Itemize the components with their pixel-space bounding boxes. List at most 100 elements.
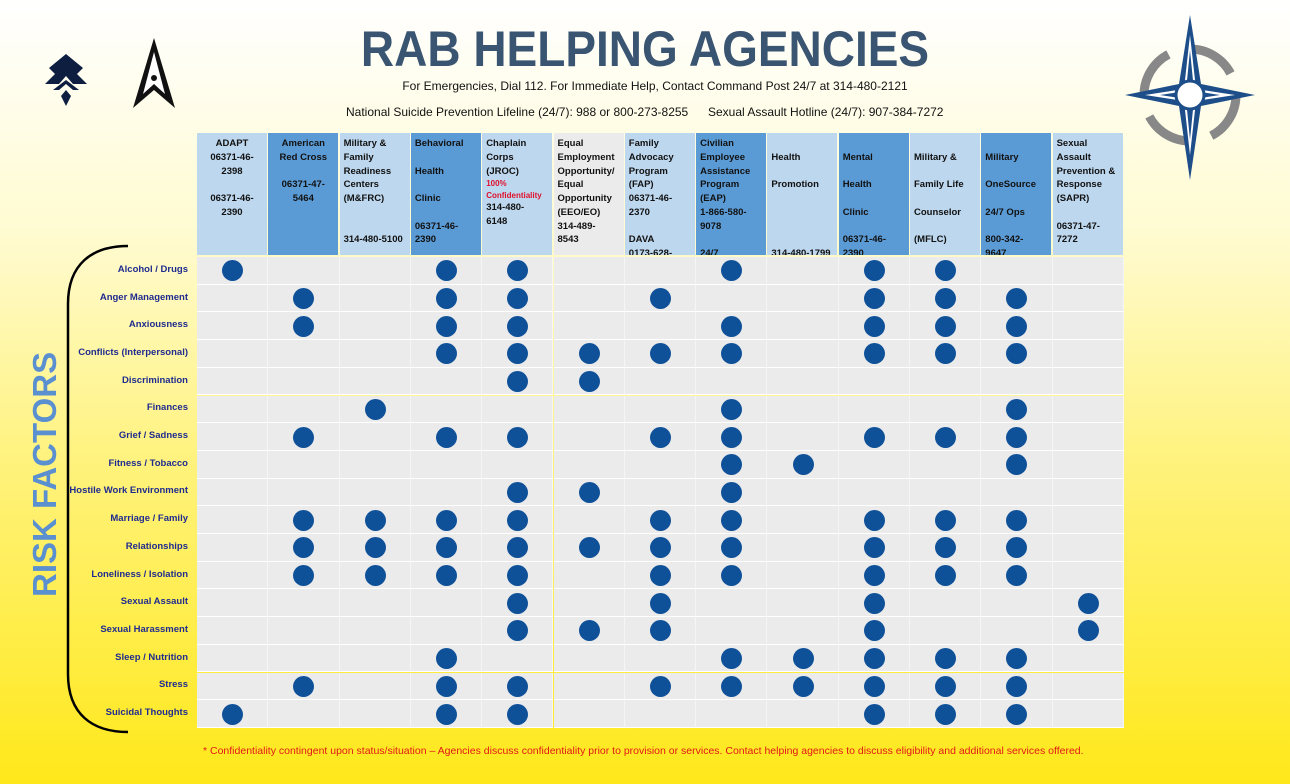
matrix-cell (1052, 644, 1124, 673)
sexual-assault-hotline: Sexual Assault Hotline (24/7): 907-384-7… (708, 105, 944, 119)
risk-factor-label: Sleep / Nutrition (115, 651, 188, 663)
matrix-cell (553, 700, 625, 728)
service-dot (578, 481, 600, 503)
service-dot (507, 565, 529, 587)
service-dot (1077, 592, 1099, 614)
risk-factor-label: Anger Management (99, 291, 188, 303)
agency-header: Equal Employment Opportunity/ Equal Oppo… (553, 133, 624, 255)
matrix-cell (339, 589, 411, 618)
service-dot (863, 703, 885, 725)
matrix-cell (767, 561, 839, 590)
matrix-cell (197, 450, 269, 479)
matrix-cell (197, 589, 269, 618)
matrix-cell (553, 312, 625, 341)
matrix-cell (197, 506, 269, 534)
matrix-cell (910, 478, 982, 507)
matrix-cell (339, 284, 411, 313)
matrix-cell (910, 367, 982, 396)
service-dot (507, 371, 529, 393)
matrix-cell (197, 534, 269, 562)
matrix-cell (553, 561, 625, 590)
service-dot (721, 260, 743, 282)
service-dot (293, 509, 315, 531)
agency-header: Chaplain Corps (JROC) 100% Confidentiali… (482, 133, 553, 255)
service-dot (935, 288, 957, 310)
matrix-cell (553, 284, 625, 313)
matrix-cell (624, 478, 697, 507)
risk-factor-label: Loneliness / Isolation (91, 568, 188, 580)
matrix-cell (767, 340, 839, 368)
risk-factor-label: Stress (158, 679, 188, 691)
agency-header: Health Promotion 314-480-1799 (767, 133, 838, 255)
matrix-cell (339, 478, 411, 507)
service-dot (578, 343, 600, 365)
service-dot (1006, 565, 1028, 587)
matrix-cell (197, 672, 269, 701)
service-dot (507, 620, 529, 642)
service-dot (1006, 648, 1028, 670)
matrix-cell (197, 284, 269, 313)
agency-name: Military & Family Readiness Centers (M&F… (343, 138, 403, 246)
service-dot (578, 537, 600, 559)
matrix-cell (268, 700, 340, 728)
agency-name: Health Promotion 314-480-1799 (771, 151, 831, 255)
service-dot (436, 426, 458, 448)
service-dot (507, 592, 529, 614)
space-force-logo (133, 38, 175, 108)
service-dot (863, 288, 885, 310)
agency-name: Sexual Assault Prevention & Response (SA… (1056, 138, 1116, 246)
matrix-cell (268, 367, 340, 396)
matrix-cell (339, 617, 411, 645)
service-dot (935, 260, 957, 282)
matrix-cell (197, 340, 269, 368)
service-dot (436, 648, 458, 670)
agency-header: Mental Health Clinic 06371-46- 2390 (838, 133, 909, 255)
service-dot (364, 509, 386, 531)
service-dot (507, 343, 529, 365)
service-dot (863, 675, 885, 697)
risk-factor-label: Grief / Sadness (118, 430, 188, 442)
confidentiality-footnote: * Confidentiality contingent upon status… (203, 745, 1084, 757)
service-dot (935, 343, 957, 365)
matrix-cell (624, 395, 697, 424)
service-dot (649, 288, 671, 310)
matrix-cell (1052, 506, 1124, 534)
service-dot (721, 675, 743, 697)
matrix-cell (197, 644, 269, 673)
matrix-cell (1052, 367, 1124, 396)
service-dot (293, 315, 315, 337)
risk-factor-label: Conflicts (Interpersonal) (78, 346, 188, 358)
matrix-cell (767, 506, 839, 534)
matrix-cell (1052, 478, 1124, 507)
matrix-cell (268, 617, 340, 645)
service-dot (863, 315, 885, 337)
agency-header: Family Advocacy Program (FAP) 06371-46-2… (624, 133, 695, 255)
matrix-cell (553, 672, 625, 701)
service-dot (721, 426, 743, 448)
service-dot (507, 315, 529, 337)
matrix-cell (624, 644, 697, 673)
matrix-cell (981, 589, 1053, 618)
matrix-cell (1052, 257, 1124, 285)
confidentiality-note: 100% Confidentiality (486, 179, 542, 200)
matrix-cell (339, 312, 411, 341)
service-dot (649, 537, 671, 559)
matrix-cell (553, 423, 625, 451)
matrix-cell (268, 257, 340, 285)
matrix-cell (981, 478, 1053, 507)
matrix-cell (838, 478, 910, 507)
agency-header: Civilian Employee Assistance Program (EA… (696, 133, 767, 255)
matrix-cell (410, 617, 483, 645)
service-dot (649, 565, 671, 587)
service-dot (792, 648, 814, 670)
matrix-cell (910, 450, 982, 479)
matrix-cell (410, 367, 483, 396)
service-dot (792, 675, 814, 697)
service-dot (863, 565, 885, 587)
service-dot (1006, 315, 1028, 337)
risk-factor-label: Suicidal Thoughts (105, 707, 188, 719)
service-dot (1006, 509, 1028, 531)
service-dot (507, 481, 529, 503)
risk-factor-label: Relationships (125, 540, 188, 552)
risk-factor-label: Sexual Harassment (100, 623, 188, 635)
